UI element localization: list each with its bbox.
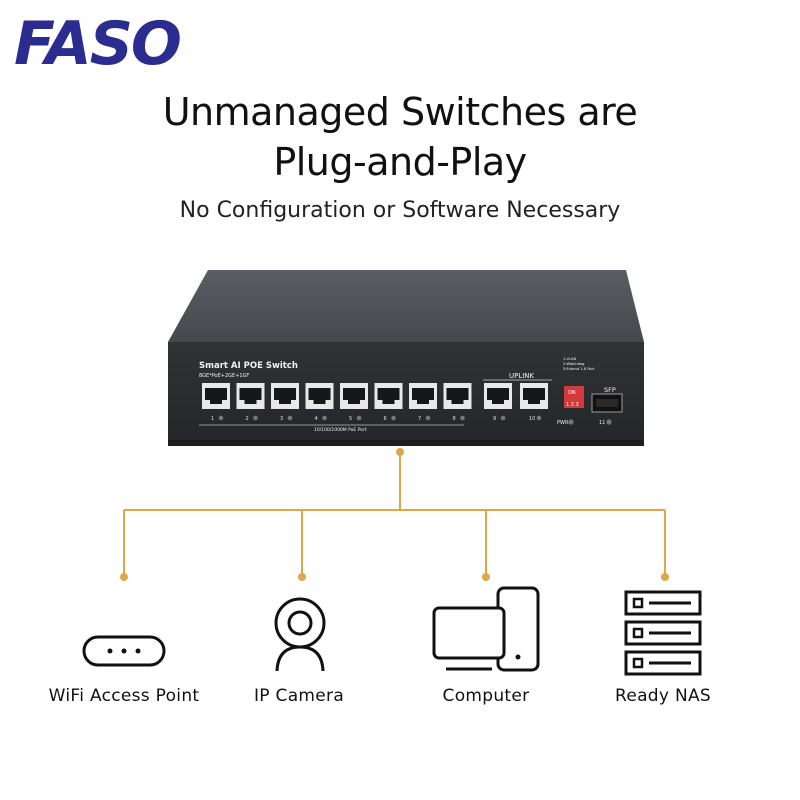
device-ip-camera [199,575,399,685]
poe-port-8[interactable]: 8 [443,383,472,422]
uplink-port-9-number: 9 [493,416,496,422]
poe-port-7[interactable]: 7 [409,383,437,422]
poe-port-5-number: 5 [349,416,352,422]
sfp-number: 11 [599,420,605,426]
uplink-port-9[interactable]: 9 [484,383,512,422]
wire-node-1 [120,573,128,581]
poe-ports-label: 10/100/1000M PoE Port [314,427,367,433]
dip-legend-2: 2:Watchdog [563,362,584,366]
poe-port-1-number: 1 [211,416,214,422]
uplink-label: UPLINK [509,372,535,380]
dip-num-label: 1 2 3 [566,402,579,408]
device-label-computer: Computer [442,686,530,706]
ip-camera-icon [274,597,326,672]
headline-line-2: Plug-and-Play [273,140,527,184]
device-computer [386,575,586,685]
wire-node-3 [482,573,490,581]
switch-top-panel [168,270,644,342]
poe-port-5[interactable]: 5 [340,383,368,422]
dip-switch[interactable] [564,386,584,408]
pwr-label: PWR [557,420,569,426]
wifi-access-point-icon [82,635,166,667]
poe-port-4-number: 4 [315,416,318,422]
poe-port-2-number: 2 [246,416,249,422]
dip-legend-1: 1:VLAN [563,357,576,361]
nas-icon [624,590,702,676]
dip-on-label: ON [568,390,576,396]
poe-port-6[interactable]: 6 [374,383,403,422]
wire-node-4 [661,573,669,581]
switch-model-label: Smart AI POE Switch [199,361,298,371]
poe-port-7-number: 7 [418,416,421,422]
sfp-label: SFP [604,386,616,394]
brand-logo: FASO [14,12,182,70]
device-wifi-access-point [24,575,224,685]
device-label-ready-nas: Ready NAS [614,686,712,706]
poe-switch-illustration: Smart AI POE Switch 8GE*PoE+2GE+1GF 1 2 3 4… [168,270,644,446]
poe-port-1[interactable]: 1 [202,383,230,422]
poe-port-group: 1 2 3 4 5 6 7 8 [202,383,472,422]
poe-port-8-number: 8 [453,416,456,422]
dip-legend-3: 3:Extend 1-8 Port [563,367,595,371]
uplink-port-10-number: 10 [529,416,535,422]
headline-line-1: Unmanaged Switches are [162,90,638,134]
device-ready-nas [563,575,763,685]
wire-node-2 [298,573,306,581]
poe-port-4[interactable]: 4 [305,383,334,422]
poe-port-2[interactable]: 2 [236,383,265,422]
wire-node-top [396,448,404,456]
device-label-wifi-access-point: WiFi Access Point [48,686,200,706]
poe-port-6-number: 6 [384,416,387,422]
device-label-ip-camera: IP Camera [253,686,345,706]
poe-port-3[interactable]: 3 [271,383,299,422]
poe-port-3-number: 3 [280,416,283,422]
subheadline: No Configuration or Software Necessary [179,198,621,223]
uplink-port-10[interactable]: 10 [520,383,548,422]
brand-logo-text: FASO [14,12,180,70]
computer-icon [432,586,540,672]
switch-spec-label: 8GE*PoE+2GE+1GF [199,373,249,379]
